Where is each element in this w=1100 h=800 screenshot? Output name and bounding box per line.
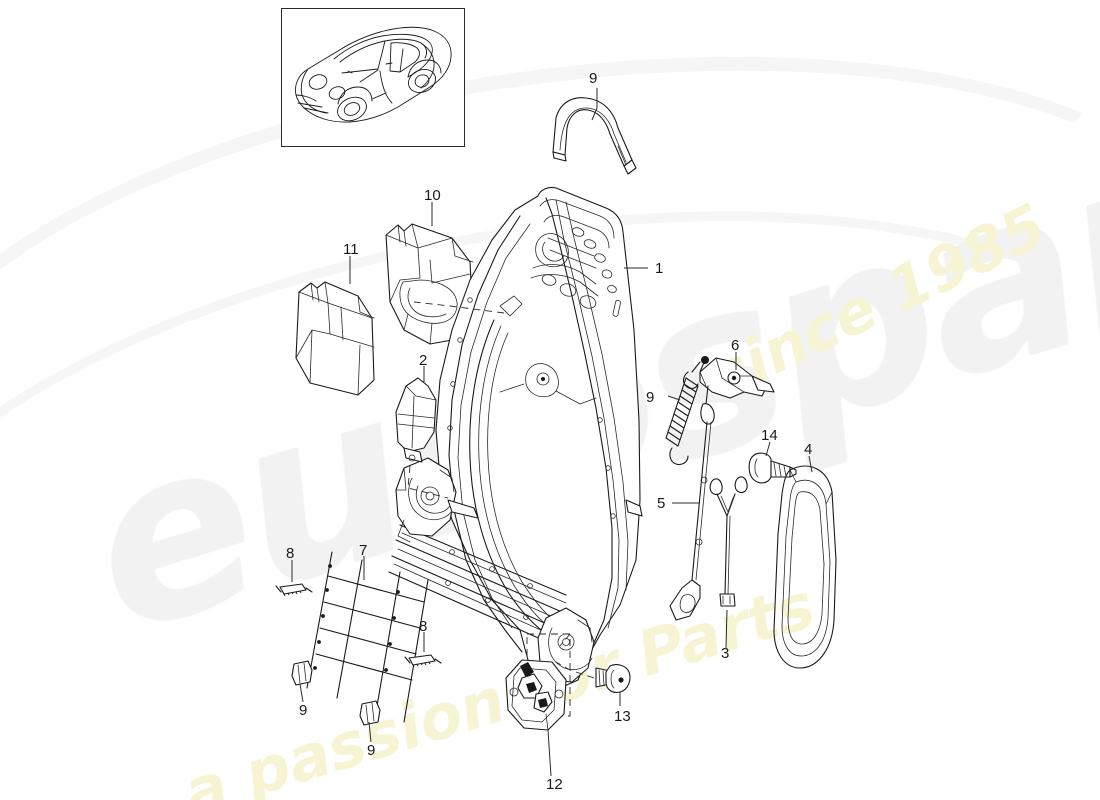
callout-label-3: 3 bbox=[721, 645, 730, 662]
vehicle-inset-box bbox=[281, 8, 465, 147]
part-12-shape bbox=[385, 223, 474, 345]
callout-label-6: 6 bbox=[731, 337, 740, 354]
callout-label-9-right: 9 bbox=[367, 742, 376, 759]
sports-car-outline-icon bbox=[295, 26, 452, 123]
part-4-trim-loop bbox=[773, 465, 837, 669]
callout-label-12: 10 bbox=[424, 187, 441, 204]
part-1-backrest-frame bbox=[388, 186, 643, 693]
part-16-screw bbox=[748, 452, 797, 484]
callout-label-7: 7 bbox=[359, 542, 368, 559]
callout-label-9-left: 9 bbox=[299, 702, 308, 719]
recliner-mechanism-left bbox=[395, 457, 479, 543]
callout-label-10: 9 bbox=[646, 389, 655, 406]
part-8-tension-spring-left bbox=[275, 583, 313, 597]
part-15-screw bbox=[555, 661, 631, 693]
part-5-pull-rod bbox=[669, 385, 715, 621]
callout-label-2: 2 bbox=[419, 352, 428, 369]
part-2-motor bbox=[395, 377, 449, 499]
seat-pan-rails bbox=[388, 524, 567, 645]
callout-label-13: 11 bbox=[343, 241, 359, 258]
part-13-shape bbox=[295, 281, 375, 396]
callout-label-16: 14 bbox=[761, 427, 778, 444]
callout-label-8-right: 8 bbox=[419, 618, 428, 635]
callout-label-8-left: 8 bbox=[286, 545, 295, 562]
part-9-clip-right bbox=[359, 700, 381, 726]
callout-label-5: 5 bbox=[657, 495, 666, 512]
callout-label-11: 9 bbox=[589, 70, 598, 87]
callout-label-4: 4 bbox=[804, 441, 813, 458]
callout-label-1: 1 bbox=[655, 260, 664, 277]
part-14-latch-unit bbox=[505, 633, 571, 731]
callout-label-14: 12 bbox=[546, 776, 563, 793]
callout-leader-lines bbox=[291, 88, 813, 777]
frame-pivot-hub bbox=[499, 363, 597, 405]
part-9-clip-left bbox=[291, 660, 313, 686]
part-7-spring-mat bbox=[306, 551, 429, 723]
part-10-tension-spring bbox=[665, 361, 701, 466]
part-6-lever-bracket bbox=[699, 356, 775, 399]
callout-label-15: 13 bbox=[614, 708, 631, 725]
part-8-tension-spring-right bbox=[404, 654, 442, 668]
part-11-shape bbox=[552, 97, 637, 175]
part-3-release-cable bbox=[709, 476, 748, 607]
